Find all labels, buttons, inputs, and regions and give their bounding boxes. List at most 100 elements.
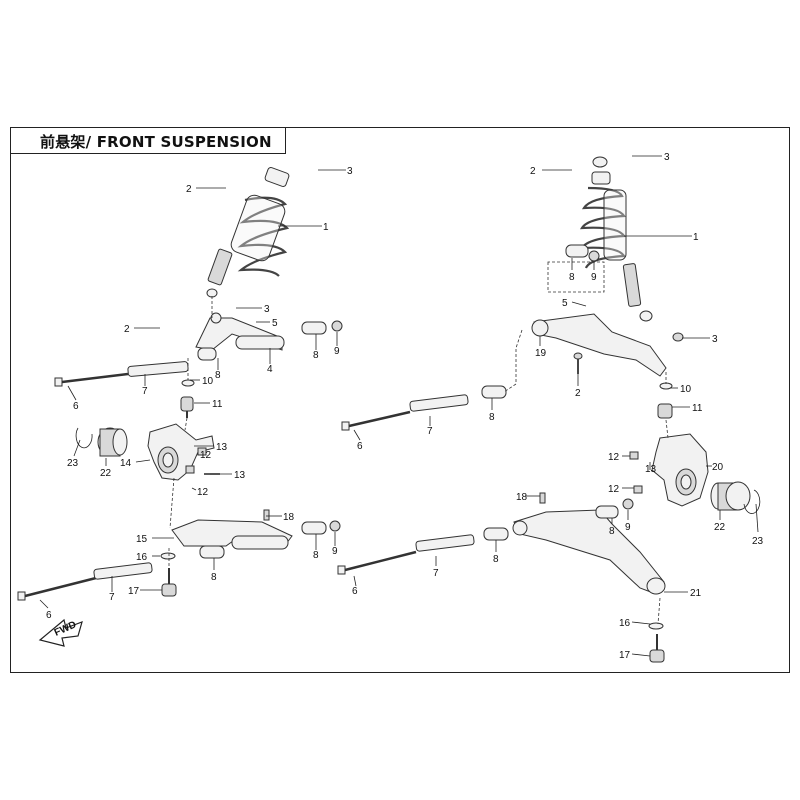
left-knuckle-nut-lower	[185, 465, 195, 474]
callout-2: 2	[575, 388, 581, 399]
callout-9: 9	[334, 346, 340, 357]
callout-17: 17	[619, 650, 631, 661]
callout-8: 8	[569, 272, 575, 283]
callout-13: 13	[234, 470, 246, 481]
title-box	[10, 127, 286, 154]
left-upper-nut	[331, 320, 343, 332]
left-lower-ball-joint	[161, 568, 177, 597]
callout-17: 17	[128, 586, 140, 597]
callout-8: 8	[313, 350, 319, 361]
right-upper-nut	[672, 332, 684, 342]
callout-8: 8	[489, 412, 495, 423]
left-lower-bolts	[17, 562, 153, 601]
callout-7: 7	[109, 592, 115, 603]
left-wheel-bearing	[97, 427, 128, 457]
right-upper-ball-joint	[657, 382, 673, 419]
callout-6: 6	[46, 610, 52, 621]
left-grease-fitting	[263, 509, 270, 521]
right-knuckle	[651, 433, 709, 507]
callout-labels: 1 2 3 2 3 5 4 8 9 8 7 6 10 11 13 12 13 1…	[46, 152, 764, 661]
callout-11: 11	[212, 399, 223, 410]
callout-16: 16	[136, 552, 148, 563]
callout-2: 2	[186, 184, 192, 195]
callout-14: 14	[120, 458, 132, 469]
right-knuckle-nut-lower	[633, 485, 643, 494]
callout-9: 9	[332, 546, 338, 557]
callout-16: 16	[619, 618, 631, 629]
callout-22: 22	[714, 522, 726, 533]
fwd-arrow: FWD	[38, 618, 83, 647]
right-upper-a-arm	[531, 313, 667, 377]
right-shock-absorber	[579, 156, 653, 322]
callout-8: 8	[609, 526, 615, 537]
callout-20: 20	[712, 462, 724, 473]
callout-22: 22	[100, 468, 112, 479]
callout-6: 6	[73, 401, 79, 412]
right-lower-ball-joint	[649, 634, 665, 663]
diagram-frame	[10, 127, 790, 673]
right-lower-seal	[648, 622, 664, 630]
callout-9: 9	[625, 522, 631, 533]
callout-3: 3	[264, 304, 270, 315]
callout-13: 13	[216, 442, 228, 453]
callout-8: 8	[313, 550, 319, 561]
left-upper-a-arm	[195, 312, 285, 361]
callout-19: 19	[535, 348, 547, 359]
callout-leaders	[39, 155, 759, 657]
callout-12: 12	[200, 450, 212, 461]
callout-3: 3	[347, 166, 353, 177]
callout-23: 23	[67, 458, 79, 469]
right-lower-nut	[622, 498, 634, 510]
callout-2: 2	[124, 324, 130, 335]
callout-6: 6	[352, 586, 358, 597]
right-lower-bushing-b	[483, 527, 509, 541]
callout-1: 1	[693, 232, 699, 243]
callout-3: 3	[712, 334, 718, 345]
callout-5: 5	[562, 298, 568, 309]
callout-2: 2	[530, 166, 536, 177]
callout-12: 12	[197, 487, 209, 498]
right-circlip	[743, 489, 761, 514]
right-upper-bushing	[481, 385, 507, 399]
callout-21: 21	[690, 588, 702, 599]
right-shock-bushing	[565, 244, 589, 258]
right-wheel-bearing	[710, 481, 751, 511]
callout-11: 11	[692, 403, 703, 414]
callout-7: 7	[427, 426, 433, 437]
callout-8: 8	[211, 572, 217, 583]
callout-18: 18	[283, 512, 295, 523]
left-lower-nut	[329, 520, 341, 532]
left-shock-absorber	[206, 167, 290, 298]
callout-10: 10	[202, 376, 214, 387]
callout-6: 6	[357, 441, 363, 452]
left-knuckle-nut-upper	[197, 447, 207, 456]
callout-1: 1	[323, 222, 329, 233]
callout-3: 3	[664, 152, 670, 163]
left-knuckle	[147, 423, 215, 481]
callout-13: 13	[645, 464, 657, 475]
callout-7: 7	[433, 568, 439, 579]
callout-4: 4	[267, 364, 273, 375]
right-upper-bolts	[341, 394, 469, 431]
callout-12: 12	[608, 484, 620, 495]
callout-8: 8	[493, 554, 499, 565]
right-lower-bushing-a	[595, 505, 619, 519]
left-lower-bushing	[301, 521, 327, 535]
callout-7: 7	[142, 386, 148, 397]
left-lower-seal	[160, 552, 176, 560]
page-title: 前悬架/ FRONT SUSPENSION	[40, 133, 272, 151]
callout-9: 9	[591, 272, 597, 283]
callout-8: 8	[215, 370, 221, 381]
right-knuckle-nut-upper	[629, 451, 639, 460]
callout-12: 12	[608, 452, 620, 463]
left-lower-a-arm	[171, 519, 293, 559]
left-upper-bolts	[54, 361, 189, 387]
right-shock-nut	[588, 250, 600, 262]
right-grease-fitting	[539, 492, 546, 504]
left-upper-bushing	[301, 321, 327, 335]
callout-23: 23	[752, 536, 764, 547]
callout-15: 15	[136, 534, 148, 545]
left-circlip	[75, 427, 93, 449]
